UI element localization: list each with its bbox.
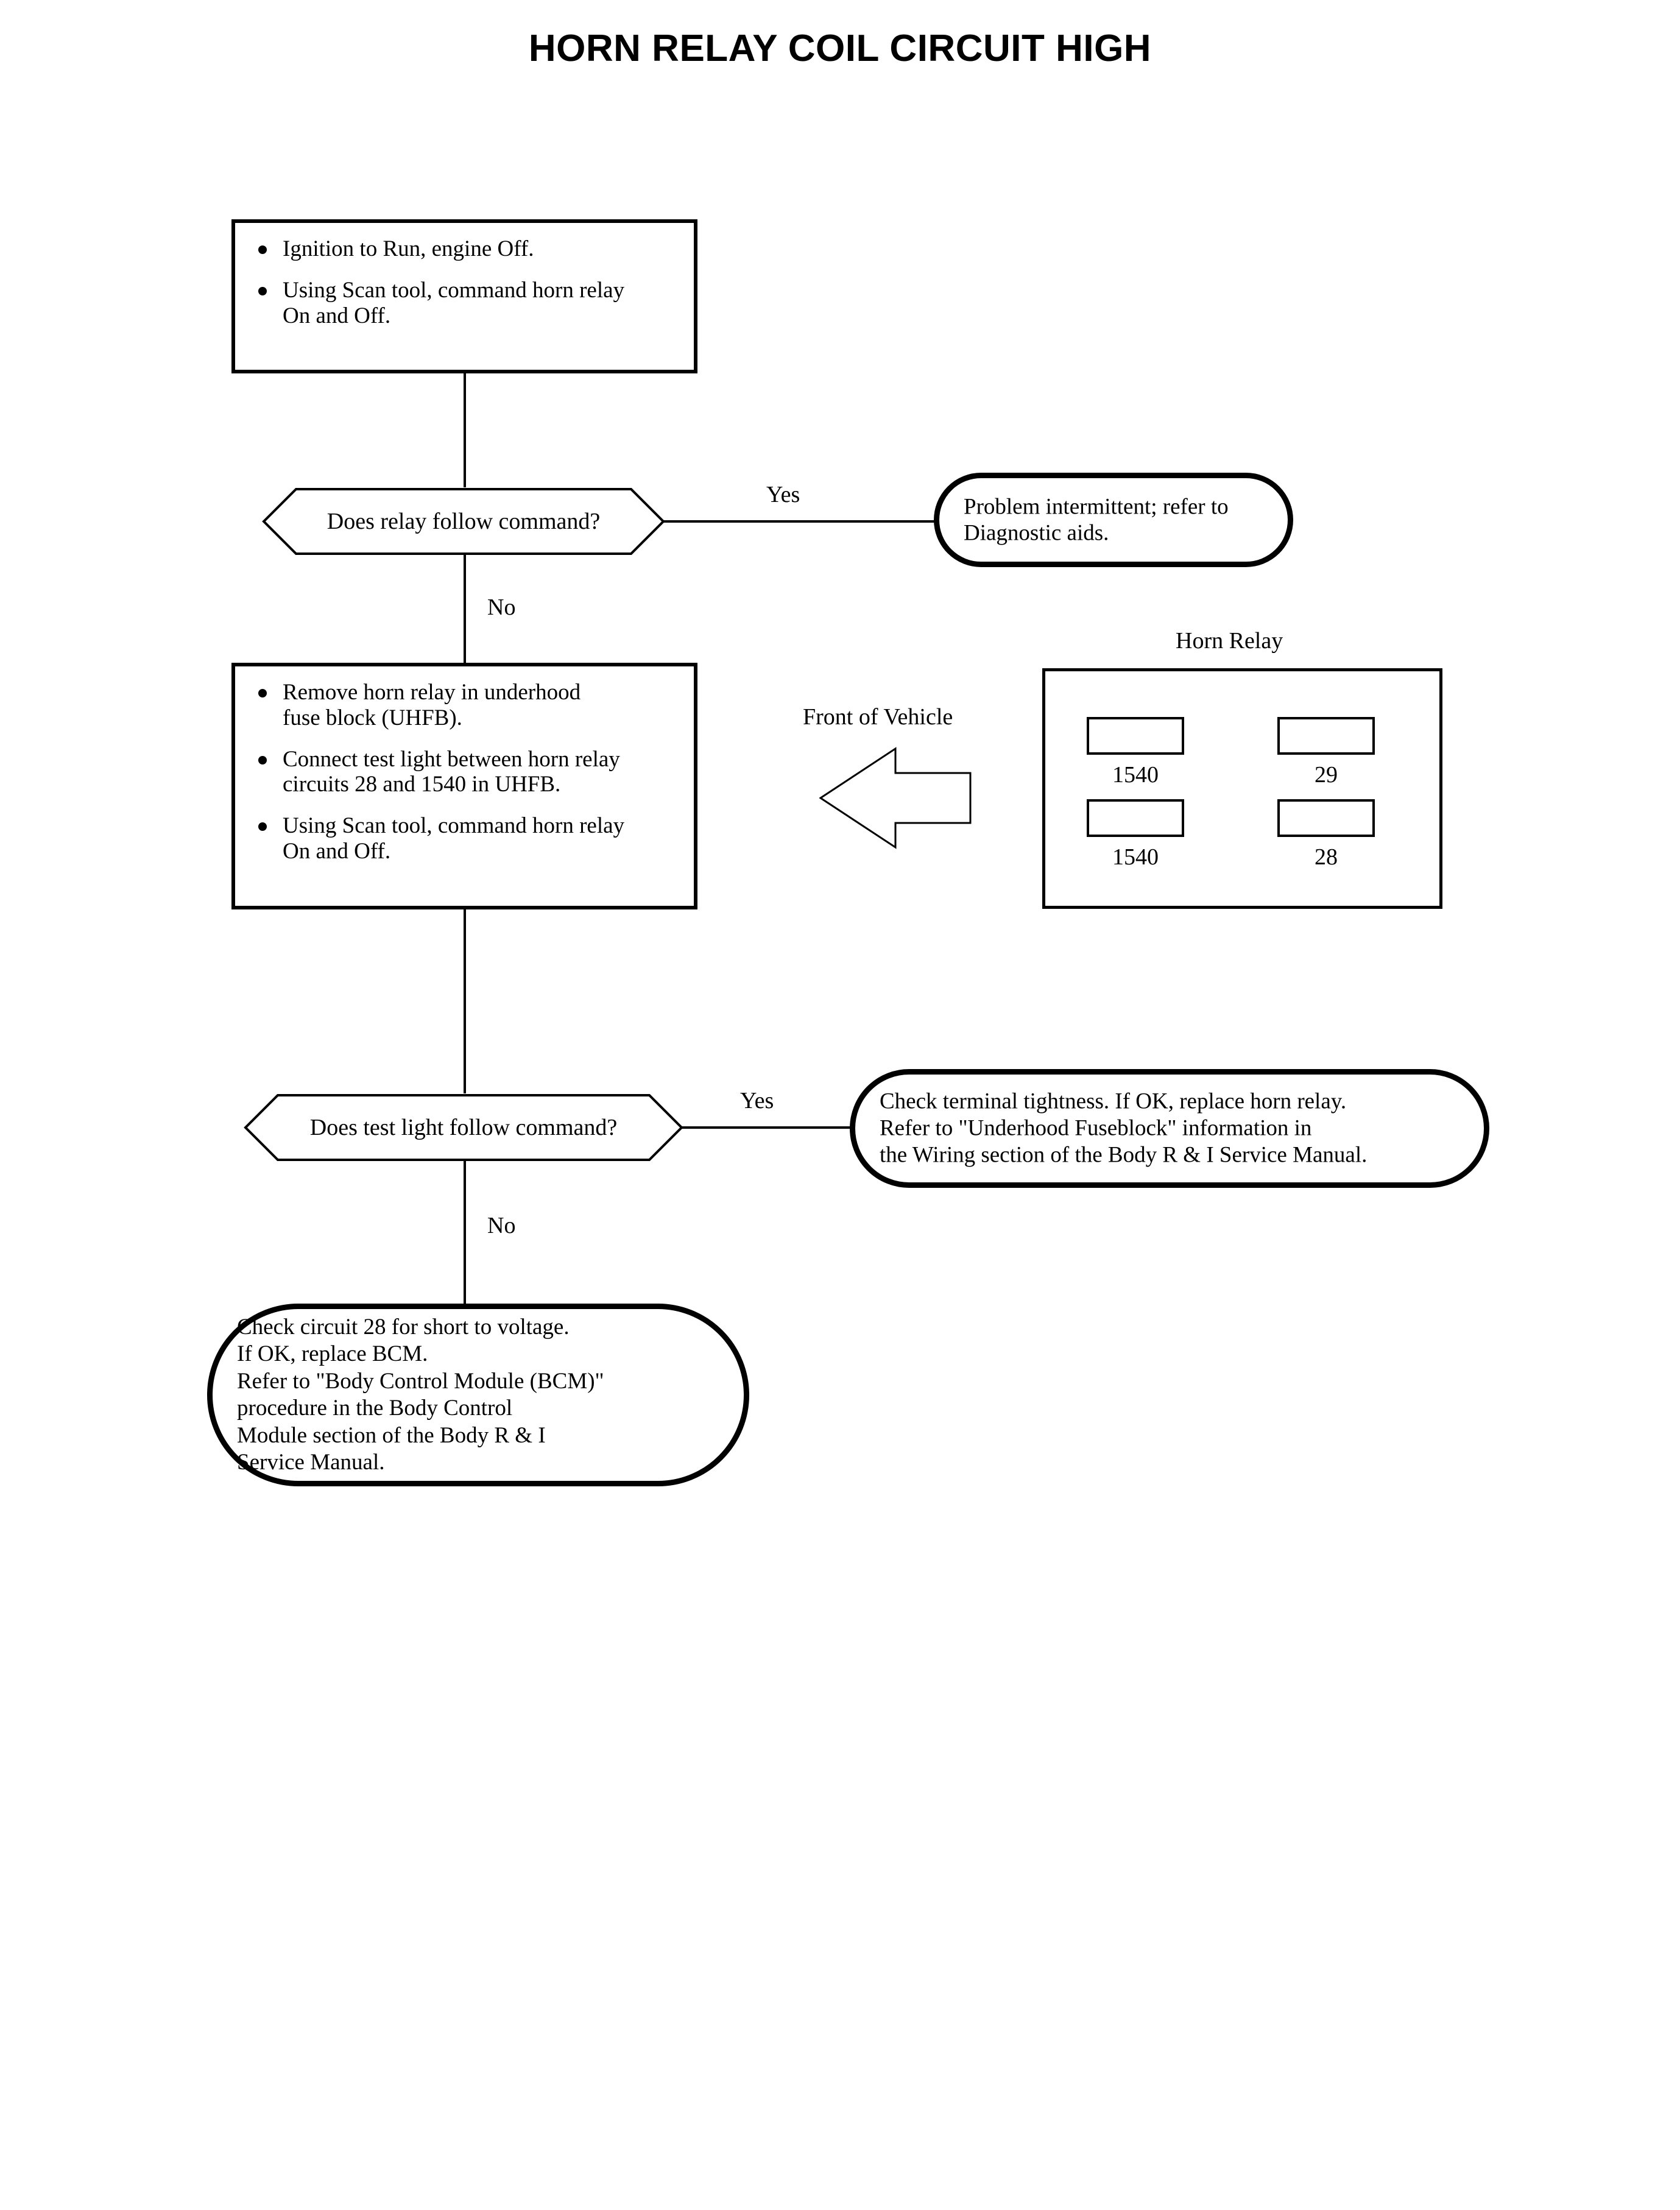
terminal-check-circuit-28: Check circuit 28 for short to voltage. I… — [207, 1304, 749, 1486]
relay-terminal-number-top-right: 29 — [1315, 762, 1338, 788]
branch-label-decision2-no: No — [487, 1213, 516, 1238]
bullet-icon — [258, 286, 267, 295]
terminal-1-text: Problem intermittent; refer to Diagnosti… — [964, 494, 1229, 546]
bullet-icon — [258, 245, 267, 254]
step-2-bullet-2-text: Connect test light between horn relay ci… — [283, 746, 620, 797]
step-2-bullet-3-text: Using Scan tool, command horn relay On a… — [283, 813, 625, 864]
connector-decision2-no — [464, 1160, 466, 1308]
step-2-bullet-1-text: Remove horn relay in underhood fuse bloc… — [283, 680, 581, 730]
process-box-step-1: Ignition to Run, engine Off. Using Scan … — [231, 219, 697, 373]
list-item: Using Scan tool, command horn relay On a… — [258, 813, 688, 864]
connector-decision1-no — [464, 554, 466, 666]
step-1-bullet-list: Ignition to Run, engine Off. Using Scan … — [258, 236, 688, 328]
list-item: Ignition to Run, engine Off. — [258, 236, 688, 262]
process-box-step-2: Remove horn relay in underhood fuse bloc… — [231, 663, 697, 909]
terminal-3-text: Check circuit 28 for short to voltage. I… — [237, 1314, 604, 1475]
hexagon-shape — [262, 488, 665, 555]
relay-terminal-number-bottom-left: 1540 — [1112, 844, 1159, 870]
decision-1-question: Does relay follow command? — [326, 509, 601, 534]
relay-terminal-pad-top-left — [1087, 717, 1184, 755]
step-1-bullet-1-text: Ignition to Run, engine Off. — [283, 236, 534, 261]
decision-relay-follows-command: Does relay follow command? — [262, 487, 665, 556]
terminal-check-terminal-tightness: Check terminal tightness. If OK, replace… — [850, 1069, 1489, 1188]
bullet-icon — [258, 755, 267, 764]
branch-label-decision2-yes: Yes — [740, 1088, 774, 1114]
horn-relay-caption: Horn Relay — [1176, 628, 1283, 654]
relay-terminal-number-bottom-right: 28 — [1315, 844, 1338, 870]
terminal-problem-intermittent: Problem intermittent; refer to Diagnosti… — [934, 473, 1293, 567]
branch-label-decision1-no: No — [487, 595, 516, 620]
decision-2-question: Does test light follow command? — [309, 1115, 618, 1140]
connector-step1-to-decision1 — [464, 373, 466, 488]
list-item: Connect test light between horn relay ci… — [258, 747, 688, 798]
relay-terminal-pad-bottom-right — [1277, 799, 1375, 837]
terminal-2-text: Check terminal tightness. If OK, replace… — [880, 1088, 1368, 1168]
hexagon-shape — [244, 1094, 683, 1161]
page-title: HORN RELAY COIL CIRCUIT HIGH — [528, 27, 1152, 69]
connector-decision2-yes — [682, 1126, 852, 1129]
decision-test-light-follows-command: Does test light follow command? — [244, 1093, 683, 1162]
step-2-bullet-list: Remove horn relay in underhood fuse bloc… — [258, 680, 688, 864]
bullet-icon — [258, 689, 267, 697]
connector-decision1-yes — [663, 520, 936, 523]
bullet-icon — [258, 822, 267, 831]
relay-terminal-number-top-left: 1540 — [1112, 762, 1159, 788]
list-item: Using Scan tool, command horn relay On a… — [258, 278, 688, 329]
step-1-bullet-2-text: Using Scan tool, command horn relay On a… — [283, 277, 625, 328]
connector-step2-to-decision2 — [464, 909, 466, 1126]
branch-label-decision1-yes: Yes — [766, 482, 800, 507]
front-of-vehicle-caption: Front of Vehicle — [803, 704, 953, 730]
relay-terminal-pad-top-right — [1277, 717, 1375, 755]
front-of-vehicle-arrow-icon — [819, 746, 972, 850]
horn-relay-connector-diagram: 1540 29 1540 28 — [1042, 668, 1442, 909]
list-item: Remove horn relay in underhood fuse bloc… — [258, 680, 688, 731]
relay-terminal-pad-bottom-left — [1087, 799, 1184, 837]
